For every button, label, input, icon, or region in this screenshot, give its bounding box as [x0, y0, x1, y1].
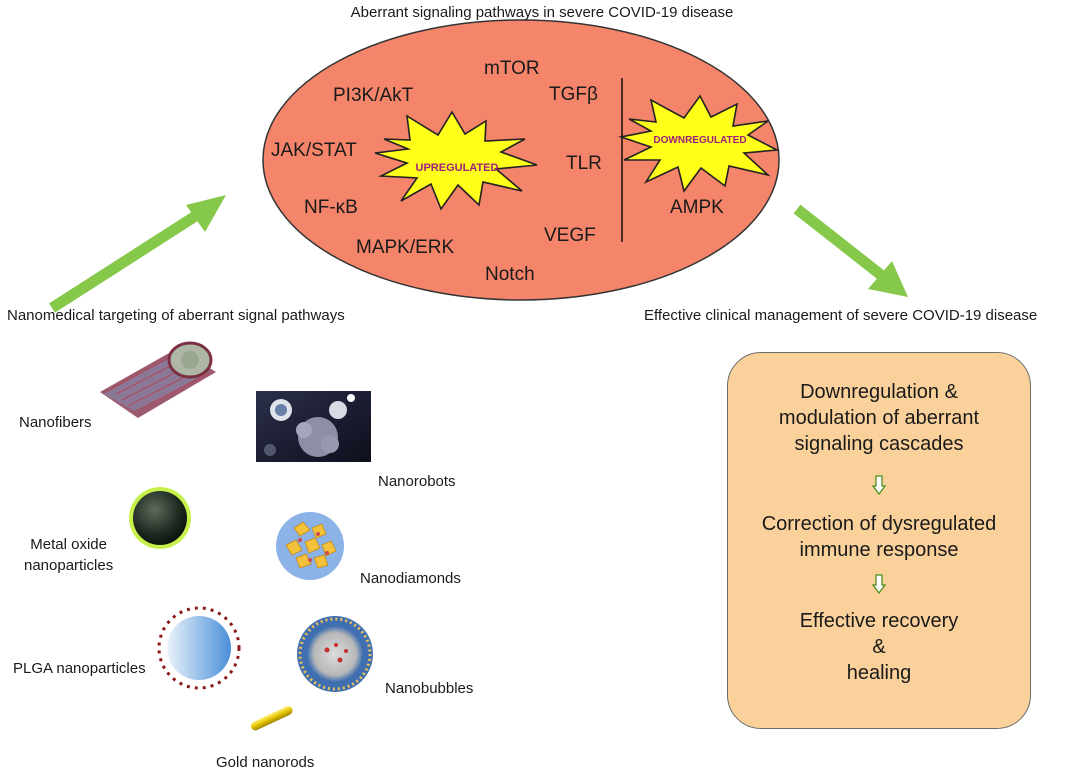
- upregulated-label: UPREGULATED: [416, 162, 499, 174]
- pathway-label: MAPK/ERK: [356, 237, 455, 258]
- pathway-label: NF-κB: [304, 197, 358, 218]
- pathway-label: VEGF: [544, 225, 596, 246]
- management-step-line: signaling cascades: [794, 433, 964, 455]
- downregulated-label: DOWNREGULATED: [653, 135, 746, 146]
- nanofiber-icon: [100, 341, 216, 418]
- upregulated-burst-icon: [374, 110, 538, 211]
- left-arrow-icon: [49, 195, 226, 313]
- nanoparticle-label: Gold nanorods: [216, 754, 315, 771]
- plga-nanoparticle-icon: [157, 606, 241, 690]
- management-step: Effective recovery & healing: [728, 608, 1030, 686]
- figure-title: Aberrant signaling pathways in severe CO…: [350, 4, 734, 21]
- management-box: Downregulation & modulation of aberrant …: [727, 352, 1031, 729]
- nanoparticle-label-metal-oxide: Metal oxide nanoparticles: [24, 534, 113, 576]
- right-arrow-icon: [793, 204, 908, 297]
- management-step: Downregulation & modulation of aberrant …: [728, 379, 1030, 457]
- pathway-label: TLR: [566, 153, 602, 174]
- pathway-label: AMPK: [670, 197, 724, 218]
- nanoparticle-label-line: nanoparticles: [24, 557, 114, 574]
- nanobubble-icon: [297, 616, 373, 692]
- nanoparticle-label: Nanorobots: [378, 473, 456, 490]
- down-arrow-icon: [872, 475, 886, 495]
- nanorobot-icon: [256, 391, 371, 462]
- management-step-line: &: [872, 636, 886, 658]
- nanoparticle-label-line: Metal oxide: [30, 536, 107, 553]
- pathway-label: JAK/STAT: [271, 140, 357, 161]
- downregulated-burst-icon: [617, 94, 780, 193]
- management-step: Correction of dysregulated immune respon…: [728, 511, 1030, 563]
- metal-oxide-sphere-icon: [129, 487, 191, 549]
- nanoparticle-label: PLGA nanoparticles: [13, 660, 146, 677]
- management-step-line: modulation of aberrant: [778, 407, 980, 429]
- management-step-line: Effective recovery: [799, 610, 959, 632]
- down-arrow-icon: [872, 574, 886, 594]
- management-step-line: immune response: [799, 539, 959, 561]
- nanoparticle-label: Nanobubbles: [385, 680, 474, 697]
- nanoparticle-label: Nanodiamonds: [360, 570, 461, 587]
- nanodiamond-icon: [276, 512, 344, 580]
- pathway-label: Notch: [485, 264, 535, 285]
- pathway-label: PI3K/AkT: [333, 85, 414, 106]
- left-heading: Nanomedical targeting of aberrant signal…: [7, 307, 345, 324]
- management-step-line: Correction of dysregulated: [761, 513, 997, 535]
- nanoparticle-label: Nanofibers: [19, 414, 92, 431]
- management-step-line: healing: [846, 662, 912, 684]
- pathway-label: TGFβ: [549, 84, 598, 105]
- right-heading: Effective clinical management of severe …: [644, 307, 1038, 324]
- gold-nanorod-icon: [250, 706, 293, 731]
- management-step-line: Downregulation &: [800, 381, 958, 403]
- pathway-label: mTOR: [484, 58, 540, 79]
